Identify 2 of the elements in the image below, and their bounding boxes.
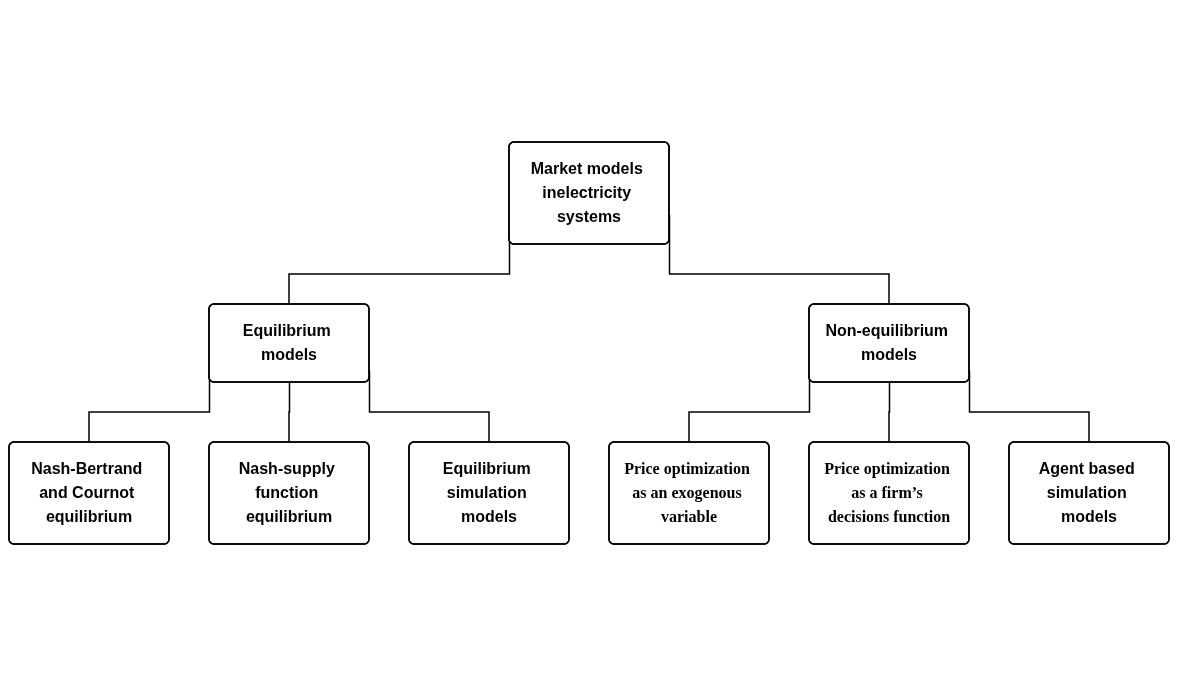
connector xyxy=(888,381,891,444)
connector xyxy=(288,381,291,444)
